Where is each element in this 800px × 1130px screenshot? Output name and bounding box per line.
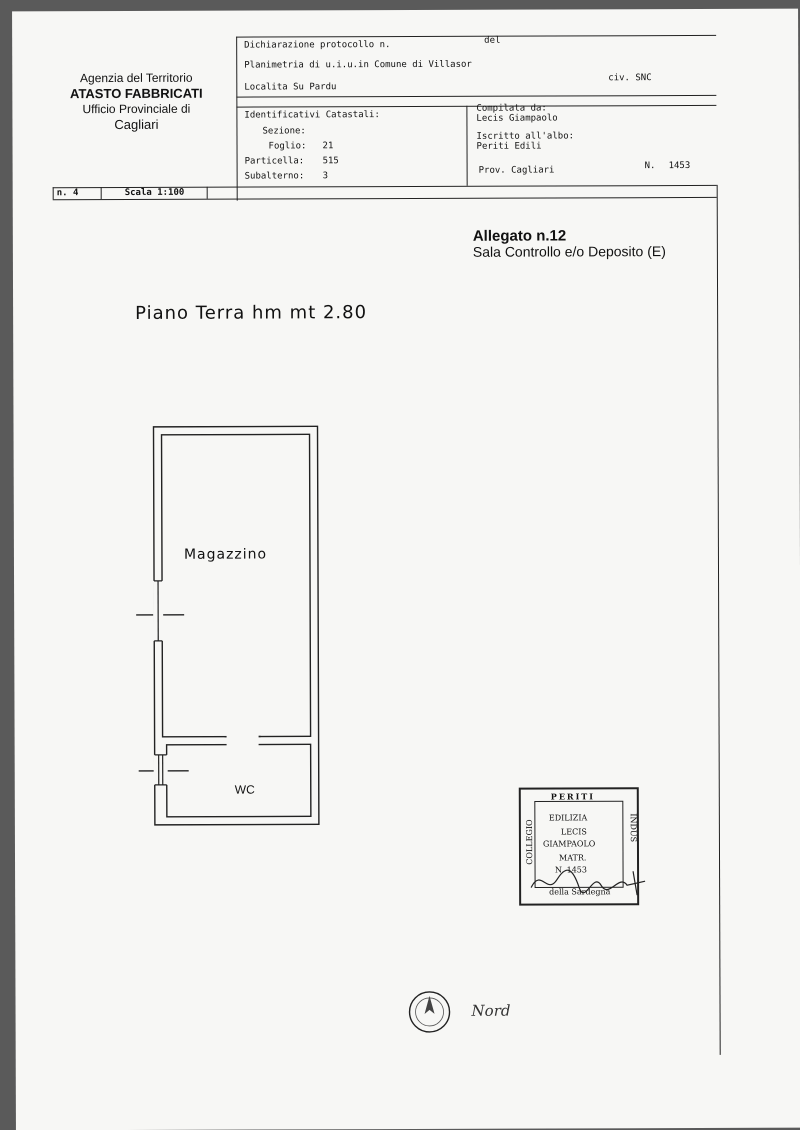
plan-inner-wall-magazzino bbox=[162, 434, 311, 737]
north-label: Nord bbox=[472, 1002, 511, 1020]
room-label-magazzino: Magazzino bbox=[184, 546, 267, 562]
room-label-wc: WC bbox=[235, 783, 255, 797]
wc-door-gap bbox=[154, 755, 168, 785]
floor-plan bbox=[12, 9, 800, 1130]
internal-door-gap bbox=[227, 734, 259, 746]
north-arrow-icon bbox=[407, 990, 451, 1034]
plan-inner-wall-wc bbox=[167, 744, 311, 817]
document-page: Agenzia del Territorio ATASTO FABBRICATI… bbox=[12, 9, 800, 1130]
signature bbox=[527, 861, 657, 901]
plan-outer-wall bbox=[154, 426, 319, 825]
